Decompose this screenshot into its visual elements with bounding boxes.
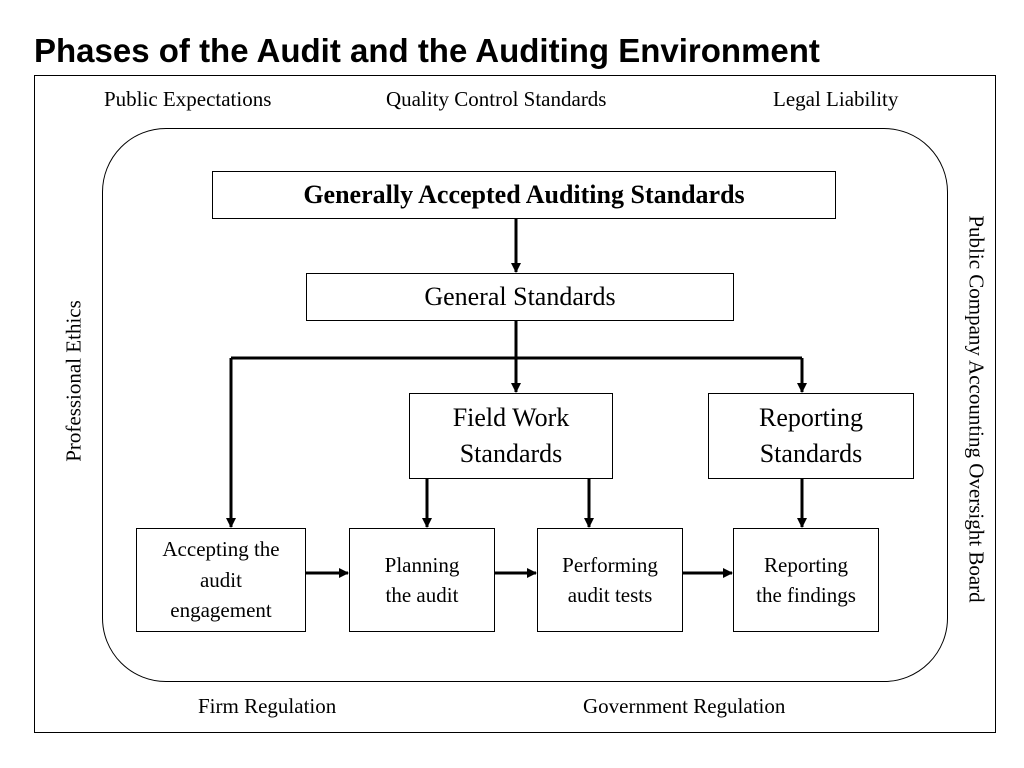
label-firm-regulation: Firm Regulation	[198, 694, 337, 718]
environment-frame	[34, 75, 996, 733]
phase-4-line-2: the findings	[756, 583, 856, 607]
field-work-line-1: Field Work	[452, 403, 570, 433]
phase-planning: Planning the audit	[349, 528, 495, 632]
phase-1-line-1: Accepting the	[162, 537, 280, 562]
phase-2-line-1: Planning	[384, 552, 460, 577]
phase-3-line-2: audit tests	[567, 583, 653, 607]
page-title: Phases of the Audit and the Auditing Env…	[34, 32, 820, 69]
reporting-standards-box: Reporting Standards	[708, 393, 914, 479]
general-standards-box: General Standards	[306, 273, 734, 321]
general-standards-label: General Standards	[424, 282, 616, 311]
phase-3-line-1: Performing	[562, 552, 658, 577]
audit-process-boundary	[102, 128, 948, 682]
phase-reporting-findings: Reporting the findings	[733, 528, 879, 632]
label-legal-liability: Legal Liability	[773, 87, 899, 111]
reporting-standards-line-1: Reporting	[759, 403, 863, 433]
phase-performing-tests: Performing audit tests	[537, 528, 683, 632]
phase-accepting-engagement: Accepting the audit engagement	[136, 528, 306, 632]
phase-1-line-2: audit	[199, 567, 242, 592]
label-quality-control-standards: Quality Control Standards	[386, 87, 607, 111]
gaas-label: Generally Accepted Auditing Standards	[303, 180, 745, 209]
phase-1-line-3: engagement	[170, 598, 272, 623]
label-government-regulation: Government Regulation	[583, 694, 786, 718]
phase-2-line-2: the audit	[385, 583, 459, 607]
label-public-expectations: Public Expectations	[104, 87, 272, 111]
phase-4-line-1: Reporting	[764, 552, 848, 577]
reporting-standards-line-2: Standards	[759, 439, 863, 468]
gaas-box: Generally Accepted Auditing Standards	[212, 171, 836, 219]
field-work-standards-box: Field Work Standards	[409, 393, 613, 479]
field-work-line-2: Standards	[459, 439, 563, 468]
